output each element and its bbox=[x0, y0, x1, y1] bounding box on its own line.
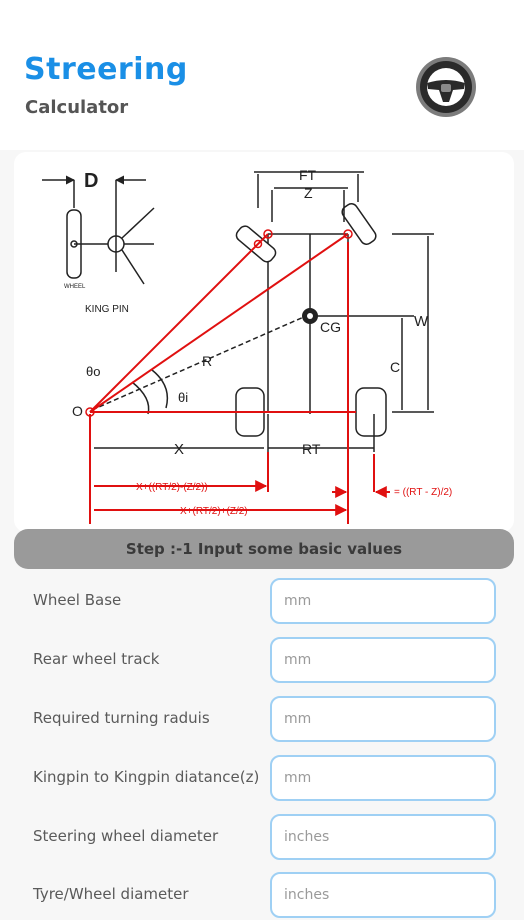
label-ft: FT bbox=[299, 167, 317, 183]
app-header: Streering Calculator bbox=[0, 0, 524, 150]
field-row-rear-wheel-track: Rear wheel track bbox=[0, 633, 524, 685]
label-wheel: WHEEL bbox=[64, 284, 86, 290]
label-x: X bbox=[174, 441, 184, 458]
turning-radius-label: Required turning raduis bbox=[33, 708, 210, 727]
field-row-wheel-base: Wheel Base bbox=[0, 574, 524, 626]
tyre-diameter-label: Tyre/Wheel diameter bbox=[33, 884, 189, 903]
label-king-pin: KING PIN bbox=[85, 304, 129, 315]
label-z: Z bbox=[304, 185, 313, 201]
wheel-base-input[interactable] bbox=[270, 578, 496, 624]
label-w: W bbox=[414, 313, 429, 330]
kingpin-inset bbox=[42, 175, 155, 285]
step-banner: Step :-1 Input some basic values bbox=[14, 529, 514, 569]
app-title: Streering bbox=[24, 52, 188, 87]
field-row-turning-radius: Required turning raduis bbox=[0, 692, 524, 744]
label-r: R bbox=[202, 353, 212, 369]
diagram-svg: D WHEEL KING PIN bbox=[42, 167, 452, 524]
label-formula-1: X+((RT/2)-(Z/2)) bbox=[136, 482, 208, 493]
basic-values-form: Wheel Base Rear wheel track Required tur… bbox=[0, 570, 524, 918]
rear-wheel-track-input[interactable] bbox=[270, 637, 496, 683]
label-c: C bbox=[390, 359, 400, 375]
label-formula-3: = ((RT - Z)/2) bbox=[394, 487, 452, 498]
turning-geometry bbox=[89, 233, 390, 524]
app-subtitle: Calculator bbox=[25, 97, 129, 118]
label-d: D bbox=[84, 170, 98, 192]
label-cg: CG bbox=[320, 319, 341, 335]
rear-wheel-track-label: Rear wheel track bbox=[33, 649, 160, 668]
steering-wheel-diameter-input[interactable] bbox=[270, 814, 496, 860]
tyre-diameter-input[interactable] bbox=[270, 872, 496, 918]
kingpin-distance-input[interactable] bbox=[270, 755, 496, 801]
label-formula-2: X+(RT/2)+(Z/2) bbox=[180, 506, 248, 517]
label-rt: RT bbox=[302, 441, 321, 457]
label-theta-o: θo bbox=[86, 364, 100, 379]
kingpin-distance-label: Kingpin to Kingpin diatance(z) bbox=[33, 767, 260, 786]
field-row-kingpin-distance: Kingpin to Kingpin diatance(z) bbox=[0, 751, 524, 803]
label-theta-i: θi bbox=[178, 390, 188, 405]
steering-wheel-icon bbox=[416, 57, 476, 117]
field-row-tyre-diameter: Tyre/Wheel diameter bbox=[0, 868, 524, 920]
field-row-steering-wheel-diameter: Steering wheel diameter bbox=[0, 810, 524, 862]
label-o: O bbox=[72, 403, 83, 419]
turning-radius-input[interactable] bbox=[270, 696, 496, 742]
steering-wheel-diameter-label: Steering wheel diameter bbox=[33, 826, 219, 845]
vehicle-frame bbox=[91, 171, 434, 452]
steering-geometry-diagram: D WHEEL KING PIN bbox=[14, 152, 514, 532]
wheel-base-label: Wheel Base bbox=[33, 590, 122, 609]
